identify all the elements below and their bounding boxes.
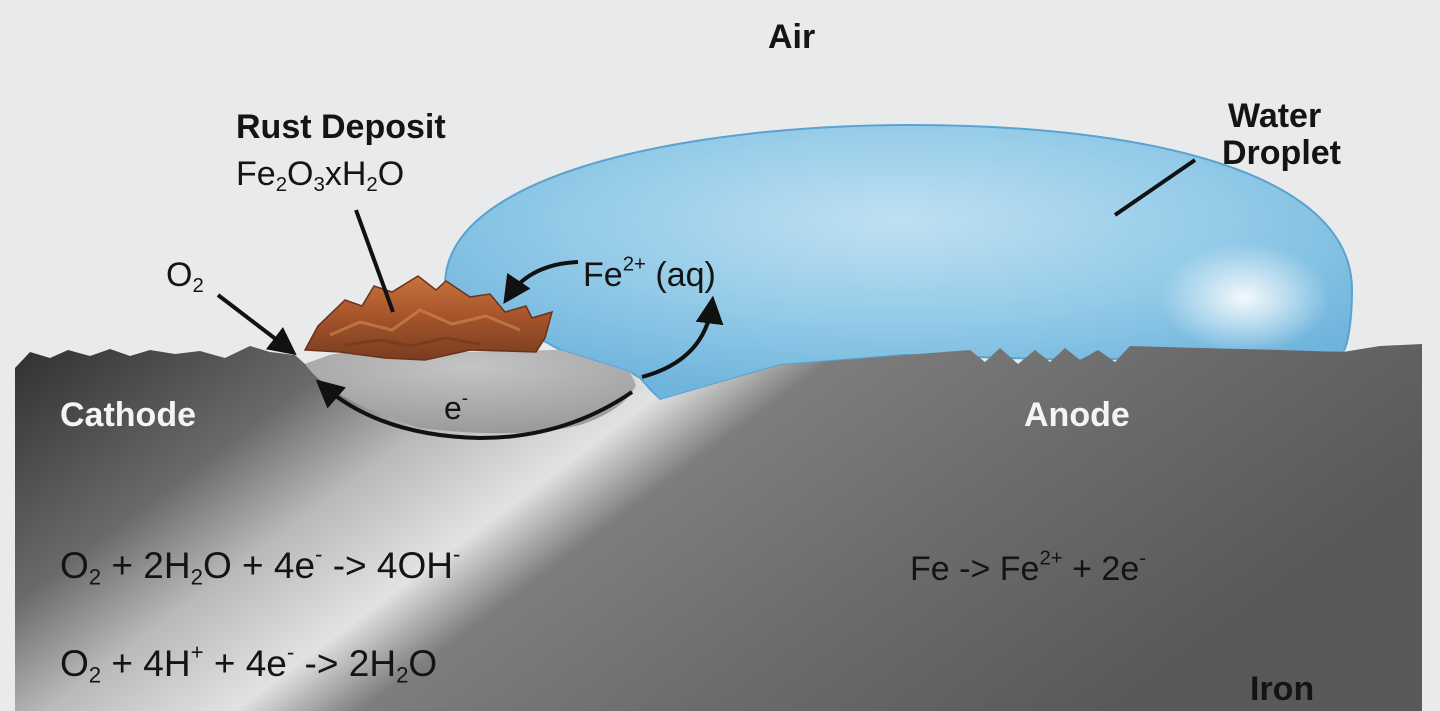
water-droplet-highlight xyxy=(1160,243,1330,353)
electron-flow-arrow xyxy=(315,379,634,441)
anode-label: Anode xyxy=(1024,396,1130,434)
rust-pointer-line xyxy=(354,209,395,313)
iron-ion-label: Fe2+ (aq) xyxy=(583,253,716,294)
iron-label: Iron xyxy=(1250,670,1315,708)
electron-label: e- xyxy=(444,388,469,426)
cathode-reaction-1: O2 + 2H2O + 4e- -> 4OH- xyxy=(60,541,461,590)
air-label: Air xyxy=(768,18,816,56)
cathode-reaction-2: O2 + 4H+ + 4e- -> 2H2O xyxy=(60,639,438,688)
water-pointer-line xyxy=(1113,158,1197,217)
rust-texture-shadow xyxy=(344,336,481,348)
iron-ion-to-rust-arrow xyxy=(503,260,579,304)
water-droplet xyxy=(443,123,1354,402)
rust-deposit-label: Rust Deposit xyxy=(236,108,446,146)
anode-reaction: Fe -> Fe2+ + 2e- xyxy=(910,547,1147,588)
iron-ion-release-arrow xyxy=(641,295,724,379)
cathode-pit xyxy=(305,350,636,434)
water-label-line-2: Droplet xyxy=(1222,134,1341,173)
cathode-label: Cathode xyxy=(60,396,196,434)
rust-texture xyxy=(329,308,521,337)
oxygen-arrow xyxy=(216,293,297,356)
water-droplet-label: Water Droplet xyxy=(1222,97,1341,173)
rust-formula: Fe2O3xH2O xyxy=(236,155,405,197)
water-label-line-1: Water xyxy=(1228,97,1322,135)
rust-deposit xyxy=(303,275,554,361)
oxygen-label: O2 xyxy=(166,256,204,298)
iron-block xyxy=(15,344,1422,711)
